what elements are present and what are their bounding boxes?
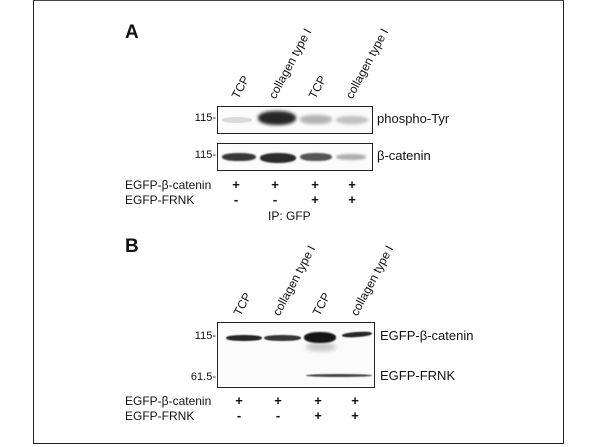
band	[300, 115, 332, 124]
panel-a-letter: A	[125, 22, 139, 43]
panel-b-blot	[217, 322, 375, 388]
condition-sign: -	[236, 408, 242, 423]
egfp-beta-catenin-label: EGFP-β-catenin	[380, 328, 474, 343]
panel-b-letter: B	[125, 236, 139, 257]
condition-sign: +	[311, 177, 319, 192]
condition-sign: +	[351, 408, 359, 423]
condition-sign: -	[272, 192, 278, 207]
condition-sign: +	[271, 177, 279, 192]
condition-sign: +	[274, 393, 282, 408]
beta-catenin-label: β-catenin	[377, 148, 431, 163]
condition-sign: -	[233, 192, 239, 207]
mw-marker-61-5: 61.5-	[190, 371, 216, 383]
band	[264, 335, 301, 341]
condition-sign: +	[348, 192, 356, 207]
condition-label-egfp-beta-catenin: EGFP-β-catenin	[125, 178, 212, 192]
band	[306, 374, 372, 377]
condition-label-egfp-beta-catenin: EGFP-β-catenin	[125, 394, 212, 408]
band	[304, 332, 336, 343]
phospho-tyr-blot	[217, 106, 373, 134]
condition-sign: +	[348, 177, 356, 192]
band	[336, 154, 366, 160]
condition-sign: -	[275, 408, 281, 423]
band	[341, 330, 373, 339]
mw-marker: 115-	[194, 112, 216, 124]
condition-label-egfp-frnk: EGFP-FRNK	[125, 409, 195, 423]
band	[300, 153, 332, 161]
mw-marker: 115-	[194, 149, 216, 161]
band	[260, 153, 296, 163]
condition-label-egfp-frnk: EGFP-FRNK	[125, 193, 195, 207]
phospho-tyr-label: phospho-Tyr	[377, 111, 450, 126]
condition-sign: +	[314, 408, 322, 423]
ip-footnote: IP: GFP	[268, 209, 311, 223]
band	[336, 116, 368, 124]
condition-sign: +	[311, 192, 319, 207]
condition-sign: +	[232, 177, 240, 192]
band	[222, 117, 252, 123]
band	[226, 335, 262, 341]
condition-sign: +	[351, 393, 359, 408]
condition-sign: +	[314, 393, 322, 408]
egfp-frnk-label: EGFP-FRNK	[380, 368, 456, 383]
band-smear	[306, 343, 336, 351]
mw-marker-115: 115-	[194, 330, 216, 342]
beta-catenin-blot	[217, 143, 373, 171]
condition-sign: +	[235, 393, 243, 408]
band	[258, 111, 296, 125]
band	[222, 153, 256, 161]
